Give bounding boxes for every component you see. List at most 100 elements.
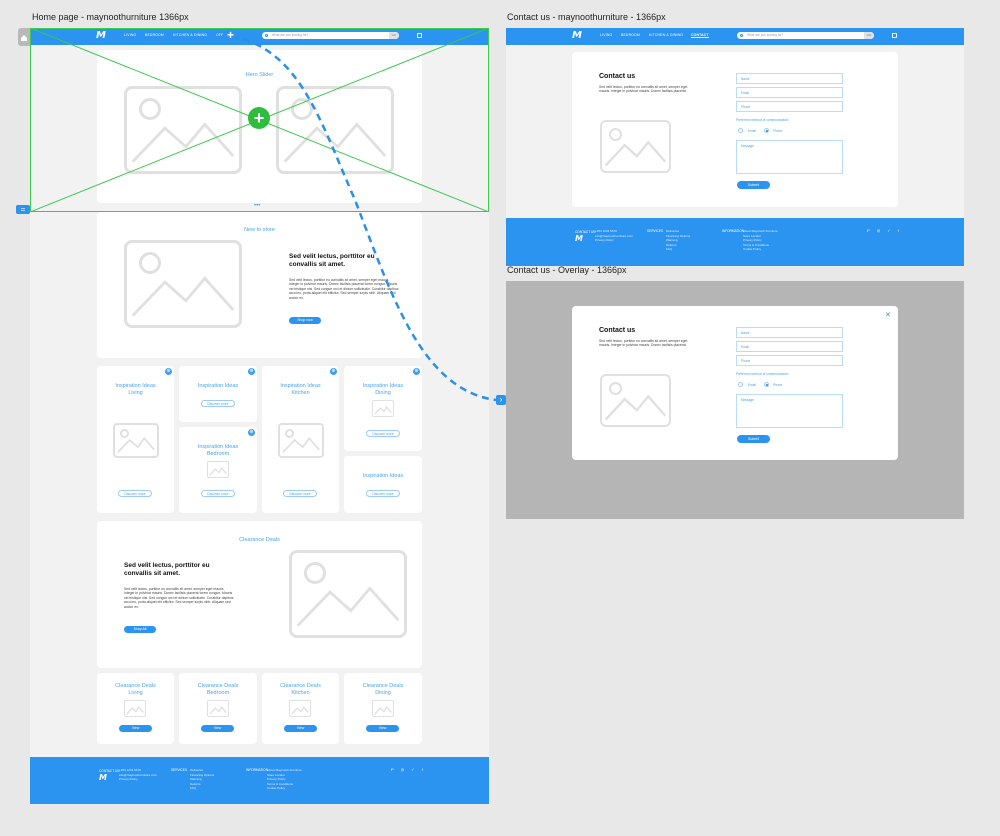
inspiration-card-dining[interactable]: Inspiration Ideas Dining ⊕ Discover more — [344, 366, 422, 451]
site-header: M LIVING BEDROOM KITCHEN & DINING OFF Wh… — [30, 28, 489, 45]
inspiration-card-kitchen[interactable]: Inspiration Ideas Kitchen ⊕ Discover mor… — [262, 366, 339, 513]
phone-field[interactable]: Phone — [736, 101, 843, 112]
message-field[interactable]: Message — [736, 140, 843, 174]
nav-kitchen-dining[interactable]: KITCHEN & DINING — [649, 33, 684, 37]
home-artboard-icon[interactable] — [18, 28, 30, 46]
search-icon — [740, 34, 743, 37]
footer-services-links[interactable]: Deliveries Financing Options Warranty Re… — [666, 229, 691, 252]
submit-button[interactable]: Submit — [737, 435, 770, 443]
nav-living[interactable]: LIVING — [600, 33, 613, 37]
artboard-title-contact[interactable]: Contact us - maynoothurniture - 1366px — [507, 12, 666, 22]
deal-image — [207, 700, 229, 717]
cart-icon[interactable] — [892, 33, 897, 38]
footer-info-links[interactable]: About Maynooth Furniture Store Locator P… — [743, 229, 778, 252]
deal-card-dining[interactable]: Clearance Deals Dining View — [344, 673, 422, 744]
deal-title: Clearance Deals Dining — [362, 683, 404, 696]
contact-body: Sed velit lectus, porttitor eu convallis… — [599, 85, 688, 94]
search-button[interactable]: GO — [864, 32, 874, 39]
logo[interactable]: M — [572, 30, 582, 41]
plus-icon[interactable]: ⊕ — [413, 368, 420, 375]
email-field[interactable]: Email — [736, 341, 843, 352]
discover-more-button[interactable]: Discover more — [283, 490, 317, 497]
radio-email[interactable] — [738, 382, 743, 387]
radio-email[interactable] — [738, 128, 743, 133]
radio-phone[interactable] — [764, 382, 769, 387]
discover-more-button[interactable]: Discover more — [366, 430, 400, 437]
name-field[interactable]: Name — [736, 73, 843, 84]
cart-icon[interactable] — [417, 33, 422, 38]
clearance-title: Clearance Deals — [239, 537, 280, 543]
site-footer: CONTACT US M +353 1234 5678 info@maynoot… — [506, 218, 964, 266]
radio-email-label: Email — [748, 129, 756, 133]
inspiration-title: Inspiration Ideas — [362, 473, 404, 479]
nav-living[interactable]: LIVING — [124, 33, 137, 37]
footer-services-links[interactable]: Deliveries Financing Options Warranty Re… — [190, 768, 215, 791]
shop-now-button[interactable]: Shop now — [289, 317, 321, 324]
deal-card-kitchen[interactable]: Clearance Deals Kitchen View — [262, 673, 339, 744]
plus-icon[interactable]: ⊕ — [330, 368, 337, 375]
submit-button[interactable]: Submit — [737, 181, 770, 189]
footer-info-links[interactable]: About Maynooth Furniture Store Locator P… — [267, 768, 302, 791]
footer-contact-info: +353 1234 5678 info@maynoothurniture.com… — [119, 768, 157, 782]
inspiration-title: Inspiration Ideas Dining — [362, 383, 404, 396]
link-start-handle[interactable]: + — [224, 29, 237, 42]
email-field[interactable]: Email — [736, 87, 843, 98]
inspiration-card[interactable]: Inspiration Ideas Discover more — [344, 456, 422, 513]
footer-contact-info: +353 1234 5678 info@maynoothurniture.com… — [595, 229, 633, 243]
add-interaction-icon[interactable]: + — [248, 107, 270, 129]
discover-more-button[interactable]: Discover more — [118, 490, 152, 497]
inspiration-card-living[interactable]: Inspiration Ideas Living ⊕ Discover more — [97, 366, 174, 513]
inspiration-image — [113, 423, 159, 458]
footer-services-heading: SERVICES — [171, 768, 188, 772]
plus-icon[interactable]: ⊕ — [165, 368, 172, 375]
search-input[interactable]: What are you looking for? GO — [737, 32, 874, 39]
inspiration-card[interactable]: Inspiration Ideas ⊕ Discover more — [179, 366, 257, 422]
close-icon[interactable]: ✕ — [885, 312, 891, 319]
slider-dots[interactable]: ••• — [254, 203, 261, 209]
deal-card-living[interactable]: Clearance Deals Living View — [97, 673, 174, 744]
footer-logo[interactable]: M — [575, 234, 583, 243]
nav-kitchen-dining[interactable]: KITCHEN & DINING — [173, 33, 208, 37]
logo[interactable]: M — [96, 30, 106, 41]
contact-artboard: M LIVING BEDROOM KITCHEN & DINING CONTAC… — [506, 28, 964, 266]
search-input[interactable]: What are you looking for? GO — [262, 32, 399, 39]
view-button[interactable]: View — [201, 725, 234, 732]
search-icon — [265, 34, 268, 37]
footer-logo[interactable]: M — [99, 773, 107, 782]
radio-phone-label: Phone — [773, 129, 783, 133]
link-target-arrow-icon[interactable]: › — [496, 395, 506, 405]
nav-bedroom[interactable]: BEDROOM — [145, 33, 164, 37]
site-header: M LIVING BEDROOM KITCHEN & DINING CONTAC… — [506, 28, 964, 45]
radio-phone-label: Phone — [773, 383, 783, 387]
artboard-title-overlay[interactable]: Contact us - Overlay - 1366px — [507, 265, 627, 275]
name-field[interactable]: Name — [736, 327, 843, 338]
message-field[interactable]: Message — [736, 394, 843, 428]
discover-more-button[interactable]: Discover more — [201, 400, 235, 407]
social-icons[interactable]: P ◎ ✓ f — [391, 767, 426, 772]
inspiration-image — [278, 423, 324, 458]
artboard-title-home[interactable]: Home page - maynoothurniture 1366px — [32, 12, 189, 22]
discover-more-button[interactable]: Discover more — [366, 490, 400, 497]
contact-card: Contact us Sed velit lectus, porttitor e… — [572, 52, 898, 207]
radio-phone[interactable] — [764, 128, 769, 133]
plus-icon[interactable]: ⊕ — [248, 429, 255, 436]
social-icons[interactable]: P ◎ ✓ f — [867, 228, 902, 233]
nav-bedroom[interactable]: BEDROOM — [621, 33, 640, 37]
clearance-body: Sed velit lectus, porttitor eu convallis… — [124, 587, 234, 609]
shop-all-button[interactable]: Shop All — [124, 626, 156, 633]
nav-offers[interactable]: OFF — [216, 33, 224, 37]
overlay-artboard: ✕ Contact us Sed velit lectus, porttitor… — [506, 281, 964, 519]
footer-contact-heading: CONTACT US — [99, 769, 120, 773]
plus-icon[interactable]: ⊕ — [248, 368, 255, 375]
view-button[interactable]: View — [366, 725, 399, 732]
inspiration-card-bedroom[interactable]: Inspiration Ideas Bedroom ⊕ Discover mor… — [179, 427, 257, 513]
deal-card-bedroom[interactable]: Clearance Deals Bedroom View — [179, 673, 257, 744]
nav-contact[interactable]: CONTACT — [691, 33, 709, 38]
discover-more-button[interactable]: Discover more — [201, 490, 235, 497]
hotspot-marker[interactable]: = — [16, 205, 30, 214]
view-button[interactable]: View — [284, 725, 317, 732]
inspiration-title: Inspiration Ideas Kitchen — [280, 383, 321, 396]
search-button[interactable]: GO — [389, 32, 399, 39]
phone-field[interactable]: Phone — [736, 355, 843, 366]
view-button[interactable]: View — [119, 725, 152, 732]
